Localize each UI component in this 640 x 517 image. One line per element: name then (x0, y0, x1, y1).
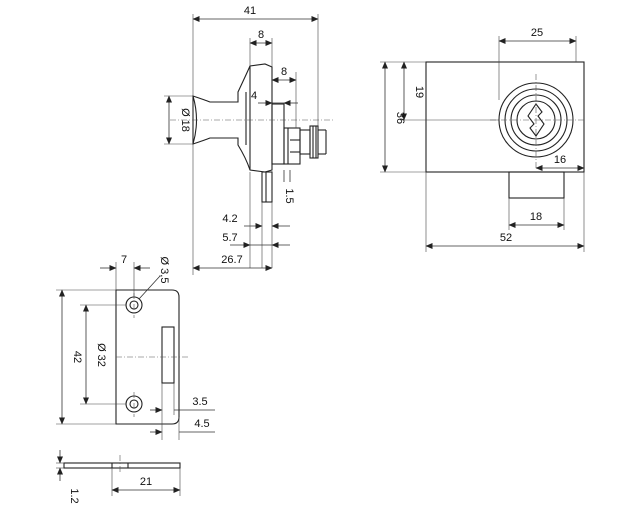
bolt-pin (261, 171, 273, 203)
dim-hole-diameter: Ø 3,5 (158, 257, 170, 284)
bolt-front (508, 171, 565, 199)
strike-slot (161, 326, 175, 384)
lock-body-side (271, 103, 285, 165)
dim-cylinder-16: 16 (554, 154, 566, 166)
front-view: 25 19 36 16 18 52 (380, 27, 585, 252)
dim-top-width: 25 (531, 27, 543, 39)
lock-body-front (425, 61, 585, 173)
dim-width-21: 21 (140, 476, 152, 488)
dim-bolt-5-7: 5.7 (222, 232, 237, 244)
dim-hole-spacing: Ø 32 (95, 343, 107, 367)
dim-knob-diameter: Ø 18 (179, 108, 191, 132)
dim-slot-3-5: 3.5 (192, 396, 207, 408)
dim-knob-width: 8 (258, 29, 264, 41)
dim-height-19: 19 (413, 86, 425, 98)
dim-depth-26-7: 26.7 (221, 254, 242, 266)
keyway (527, 103, 545, 137)
dim-bolt-18: 18 (530, 211, 542, 223)
strike-plate: 7 Ø 3,5 42 Ø 32 3.5 4.5 (56, 254, 215, 440)
screw-head (309, 125, 319, 159)
dim-height-42: 42 (71, 351, 83, 363)
dim-height-36: 36 (394, 112, 406, 124)
dim-overall-width: 41 (244, 5, 256, 17)
dim-overall-52: 52 (500, 232, 512, 244)
dim-slot-4-5: 4.5 (194, 418, 209, 430)
side-view: 41 8 8 4 Ø 18 1.5 4.2 5.7 (164, 5, 335, 275)
strike-plate-edge: 1.2 21 (56, 450, 181, 504)
dim-hole-offset: 7 (121, 254, 127, 266)
bracket (283, 127, 301, 165)
dim-bracket-width: 8 (281, 66, 287, 78)
dim-plate-thickness: 1.5 (283, 188, 295, 203)
dim-bolt-4-2: 4.2 (222, 213, 237, 225)
plate-edge-rect (63, 462, 181, 469)
dim-plate-thickness-1-2: 1.2 (68, 488, 80, 503)
cam (299, 129, 311, 155)
dim-neck-offset: 4 (251, 90, 257, 102)
knob-profile (192, 63, 273, 173)
